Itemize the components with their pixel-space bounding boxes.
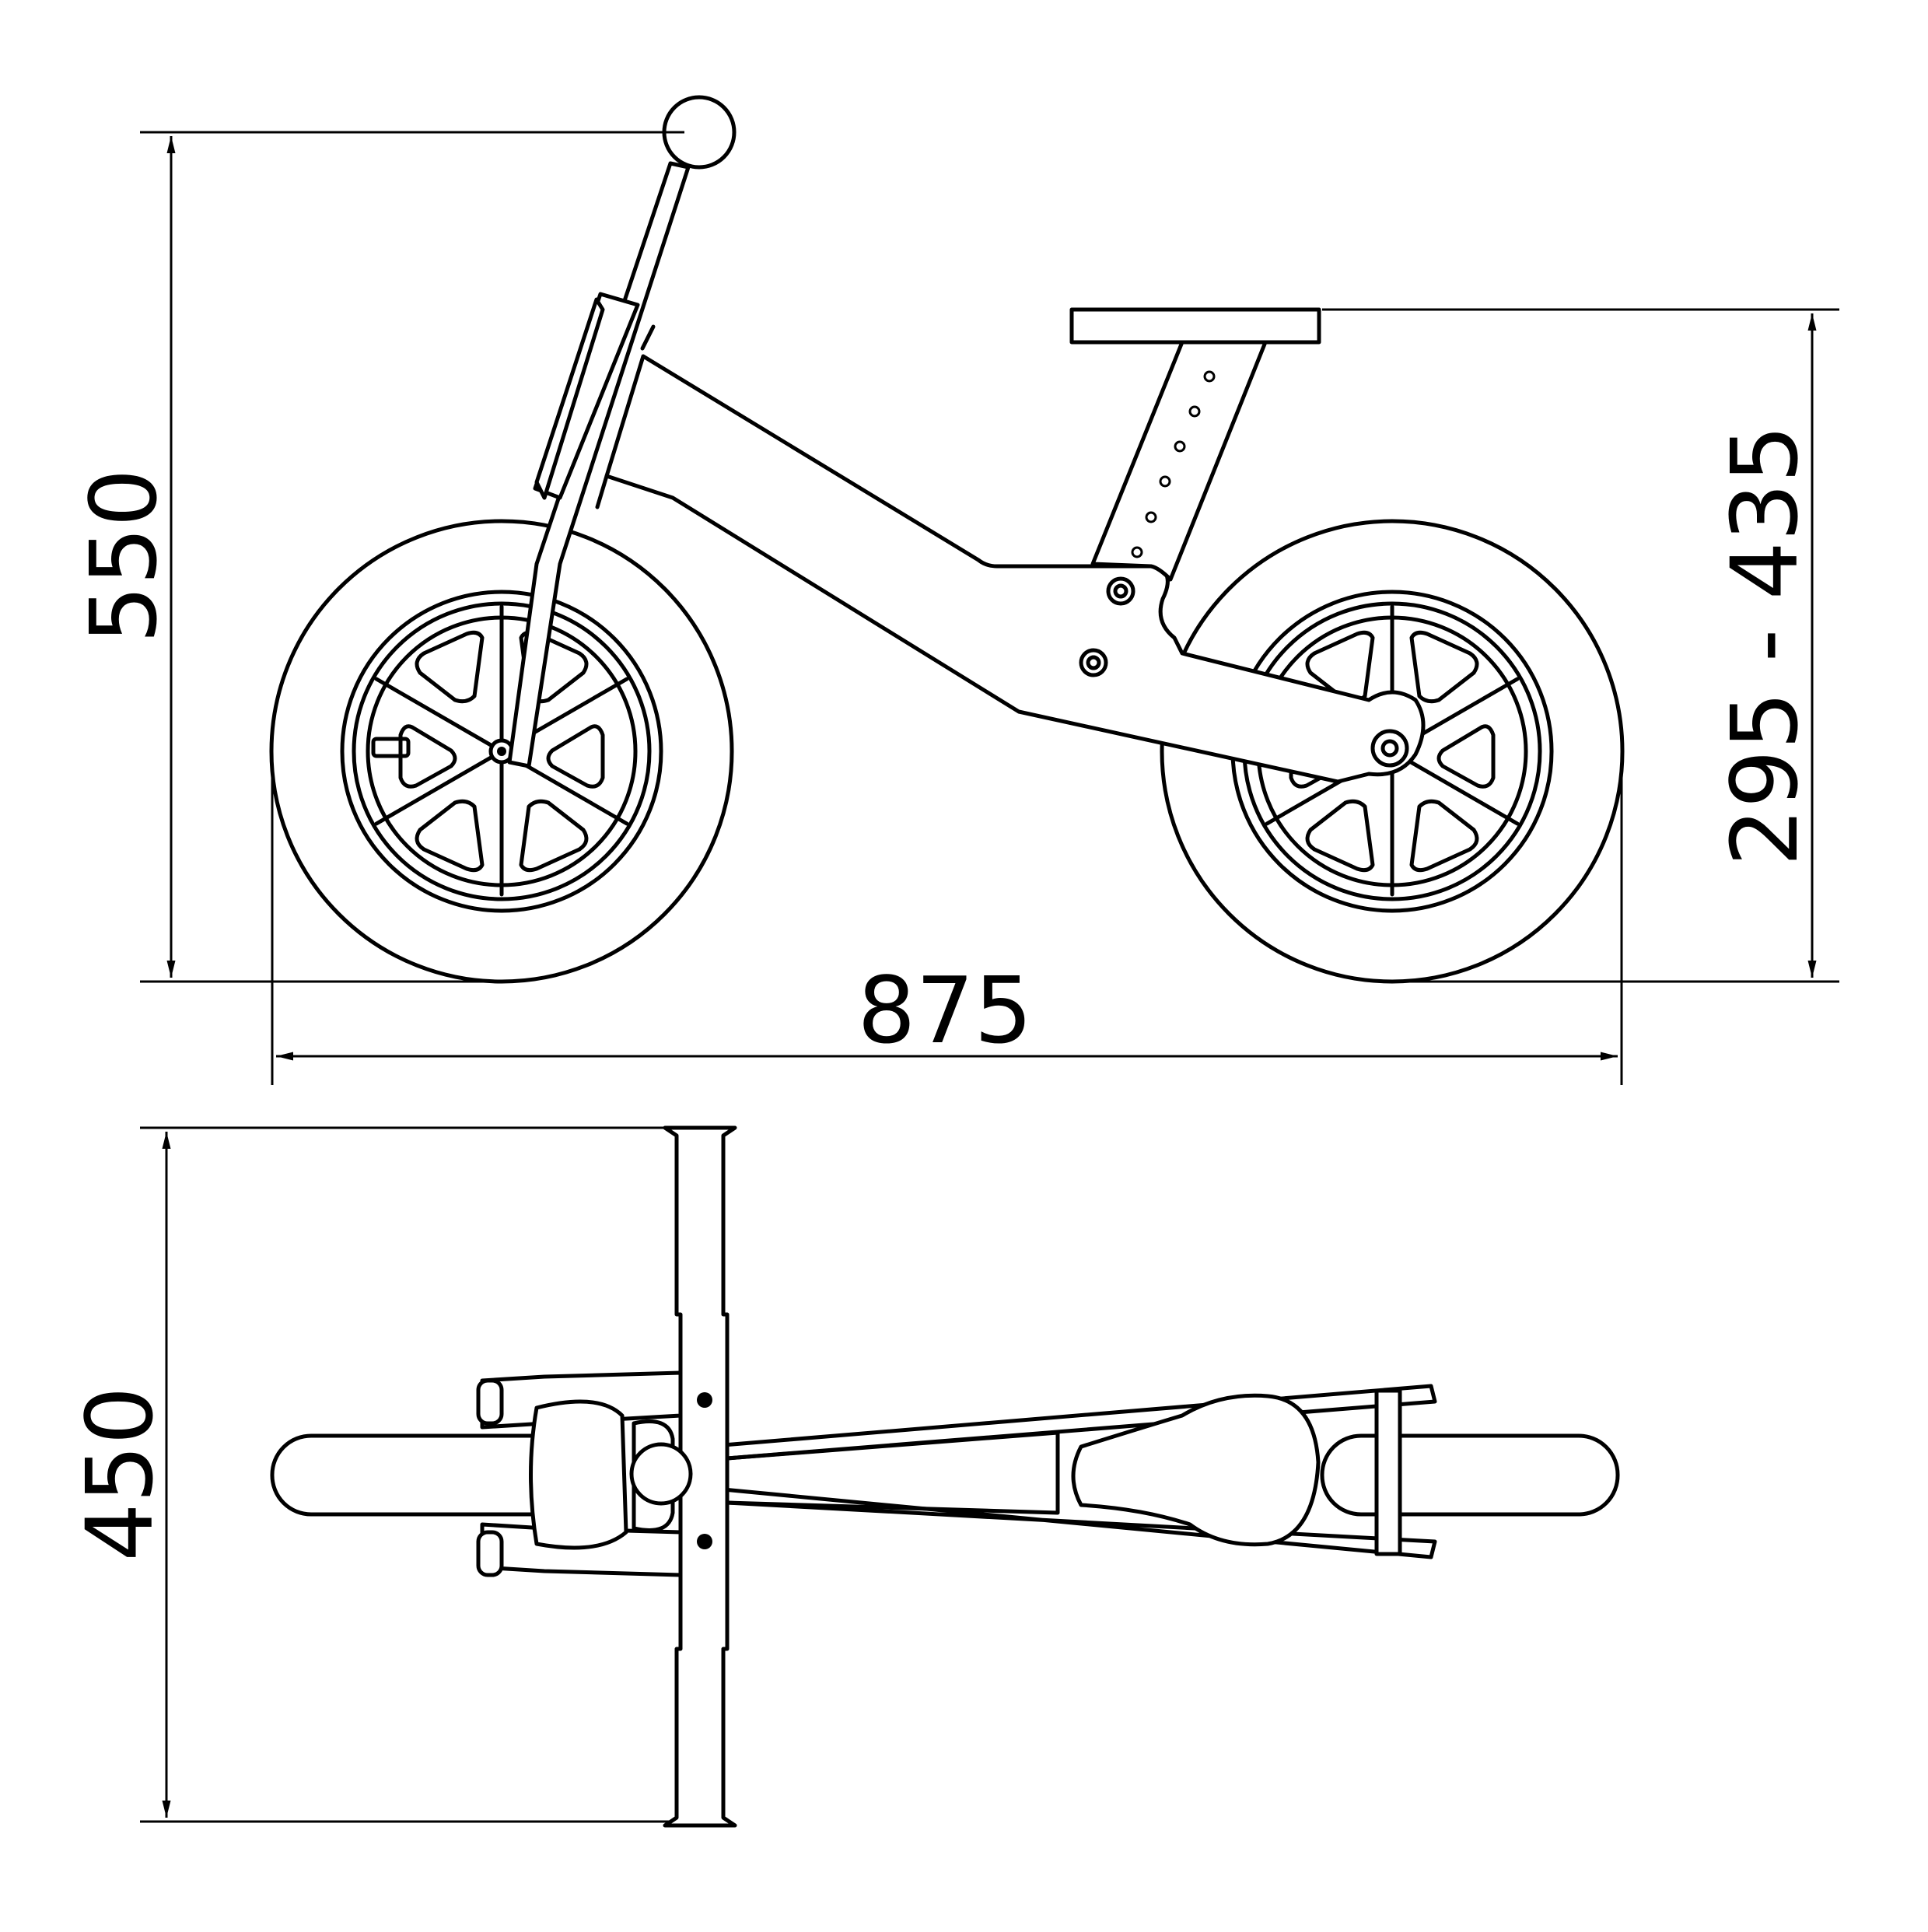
handlebar-top	[663, 1125, 737, 1828]
front-wheel	[269, 519, 734, 984]
side-view	[269, 95, 1625, 984]
dim-seat-height-label: 295 - 435	[1711, 425, 1818, 866]
dimension-lines	[140, 131, 1839, 1823]
steering-column	[507, 161, 691, 768]
front-fork-top	[476, 1370, 693, 1577]
dim-length-label: 875	[857, 957, 1032, 1064]
seat-post	[1090, 340, 1268, 582]
saddle-top	[1071, 1393, 1321, 1547]
frame-bolts	[1079, 576, 1409, 768]
saddle-side	[1069, 307, 1321, 345]
dim-height-label: 550	[70, 468, 177, 643]
dim-width-label: 450	[66, 1386, 173, 1561]
top-view	[270, 1125, 1620, 1828]
rear-wheel-top	[1320, 1433, 1620, 1517]
